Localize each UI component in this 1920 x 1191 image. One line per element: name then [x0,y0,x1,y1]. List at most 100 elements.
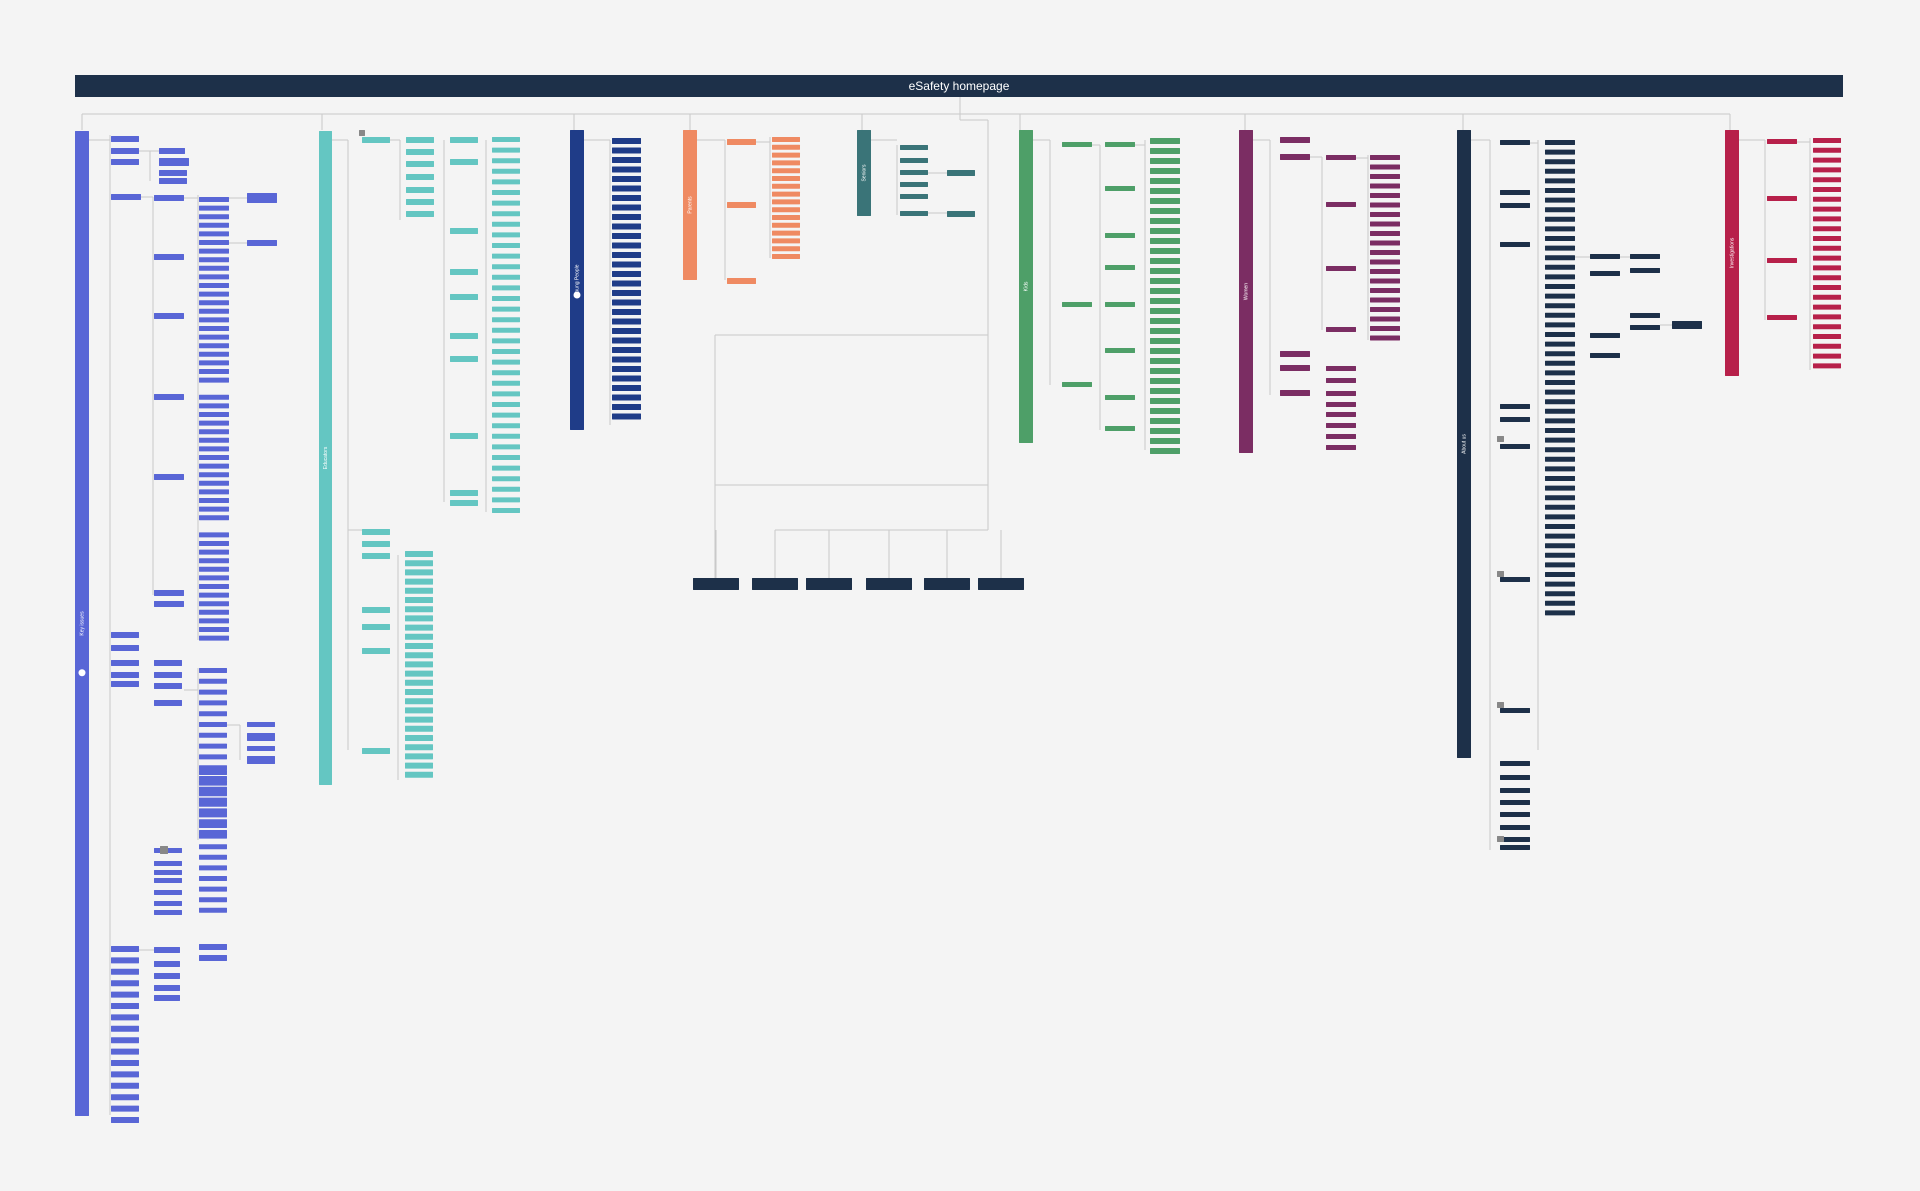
sitemap-node[interactable] [199,326,229,331]
sitemap-node[interactable] [362,541,390,547]
sitemap-node[interactable] [1150,168,1180,174]
sitemap-node[interactable] [1150,288,1180,294]
sitemap-node[interactable] [492,444,520,450]
sitemap-node[interactable] [199,446,229,452]
sitemap-node[interactable] [1150,178,1180,184]
sitemap-node[interactable] [492,412,520,418]
sitemap-node[interactable] [1497,836,1504,842]
sitemap-node[interactable] [406,187,434,193]
sitemap-node[interactable] [1326,202,1356,207]
sitemap-node[interactable] [1105,142,1135,147]
sitemap-node[interactable] [1150,278,1180,284]
sitemap-node[interactable] [1326,412,1356,417]
about-us-node[interactable] [1500,775,1530,780]
sitemap-node[interactable] [199,463,229,469]
sitemap-node[interactable] [111,1025,139,1032]
sitemap-node[interactable] [405,569,433,576]
young-people-node[interactable] [612,166,641,173]
sitemap-node[interactable] [247,746,275,751]
young-people-node[interactable] [612,185,641,192]
sitemap-node[interactable] [199,801,227,807]
sitemap-node[interactable] [111,1117,139,1123]
sitemap-node[interactable] [111,946,139,952]
sitemap-node[interactable] [199,360,229,366]
sitemap-node[interactable] [199,472,229,478]
sitemap-node[interactable] [492,221,520,227]
sitemap-node[interactable] [405,643,433,649]
young-people-node[interactable] [612,242,641,249]
sitemap-node[interactable] [405,633,433,640]
sitemap-node[interactable] [154,973,180,979]
sitemap-node[interactable] [1545,389,1575,395]
sitemap-node[interactable] [1150,238,1180,244]
sitemap-node[interactable] [405,587,433,594]
parents-bar[interactable] [683,130,697,280]
sitemap-node[interactable] [199,722,227,727]
sitemap-node[interactable] [199,797,227,803]
sitemap-node[interactable] [154,890,182,895]
sitemap-node[interactable] [1370,250,1400,255]
about-us-node[interactable] [1500,444,1530,449]
sitemap-node[interactable] [199,283,229,288]
sitemap-node[interactable] [199,222,229,228]
sitemap-node[interactable] [199,886,227,892]
sitemap-node[interactable] [199,854,227,860]
sitemap-node[interactable] [199,635,229,641]
sitemap-node[interactable] [199,420,229,426]
about-us-node[interactable] [1500,242,1530,247]
sitemap-node[interactable] [1813,187,1841,192]
sitemap-node[interactable] [199,668,227,673]
young-people-node[interactable] [612,138,641,144]
sitemap-node[interactable] [1150,398,1180,404]
sitemap-node[interactable] [199,812,227,818]
young-people-node[interactable] [612,394,641,401]
women-node[interactable] [1280,365,1310,371]
sitemap-node[interactable] [159,170,187,176]
sitemap-node[interactable] [1545,552,1575,558]
about-us-node[interactable] [1500,203,1530,208]
kids-node[interactable] [1062,142,1092,147]
sitemap-node[interactable] [1150,348,1180,354]
sitemap-node[interactable] [1630,268,1660,273]
sitemap-node[interactable] [1370,174,1400,179]
sitemap-node[interactable] [199,584,229,589]
sitemap-node[interactable] [492,285,520,291]
investigations-bar[interactable] [1725,130,1739,376]
sitemap-node[interactable] [199,618,229,624]
sitemap-node[interactable] [1326,366,1356,371]
sitemap-node[interactable] [199,823,227,828]
sitemap-node[interactable] [405,606,433,613]
sitemap-node[interactable] [1813,285,1841,290]
sitemap-node[interactable] [154,394,184,400]
sitemap-node[interactable] [1370,259,1400,265]
sitemap-node[interactable] [1545,437,1575,443]
sitemap-node[interactable] [1813,226,1841,232]
about-us-node[interactable] [1500,788,1530,793]
young-people-node[interactable] [612,299,641,306]
sitemap-node[interactable] [450,500,478,506]
sitemap-node[interactable] [1150,158,1180,164]
sitemap-node[interactable] [199,876,227,881]
sitemap-node[interactable] [160,846,168,854]
sitemap-node[interactable] [199,776,227,781]
footer-link-node[interactable] [924,578,970,590]
key-issues-node[interactable] [111,159,139,165]
sitemap-node[interactable] [1545,581,1575,587]
sitemap-node[interactable] [1370,316,1400,322]
sitemap-node[interactable] [1105,426,1135,431]
young-people-node[interactable] [612,280,641,287]
sitemap-node[interactable] [947,170,975,176]
sitemap-node[interactable] [199,317,229,323]
young-people-node[interactable] [612,347,641,353]
sitemap-node[interactable] [405,560,433,567]
sitemap-node[interactable] [154,700,182,706]
sitemap-node[interactable] [1326,423,1356,428]
sitemap-node[interactable] [1545,524,1575,529]
sitemap-node[interactable] [1813,138,1841,143]
sitemap-node[interactable] [199,240,229,245]
sitemap-node[interactable] [111,1071,139,1078]
sitemap-node[interactable] [1150,308,1180,314]
sitemap-node[interactable] [1150,298,1180,304]
women-node[interactable] [1280,351,1310,357]
sitemap-node[interactable] [405,735,433,741]
